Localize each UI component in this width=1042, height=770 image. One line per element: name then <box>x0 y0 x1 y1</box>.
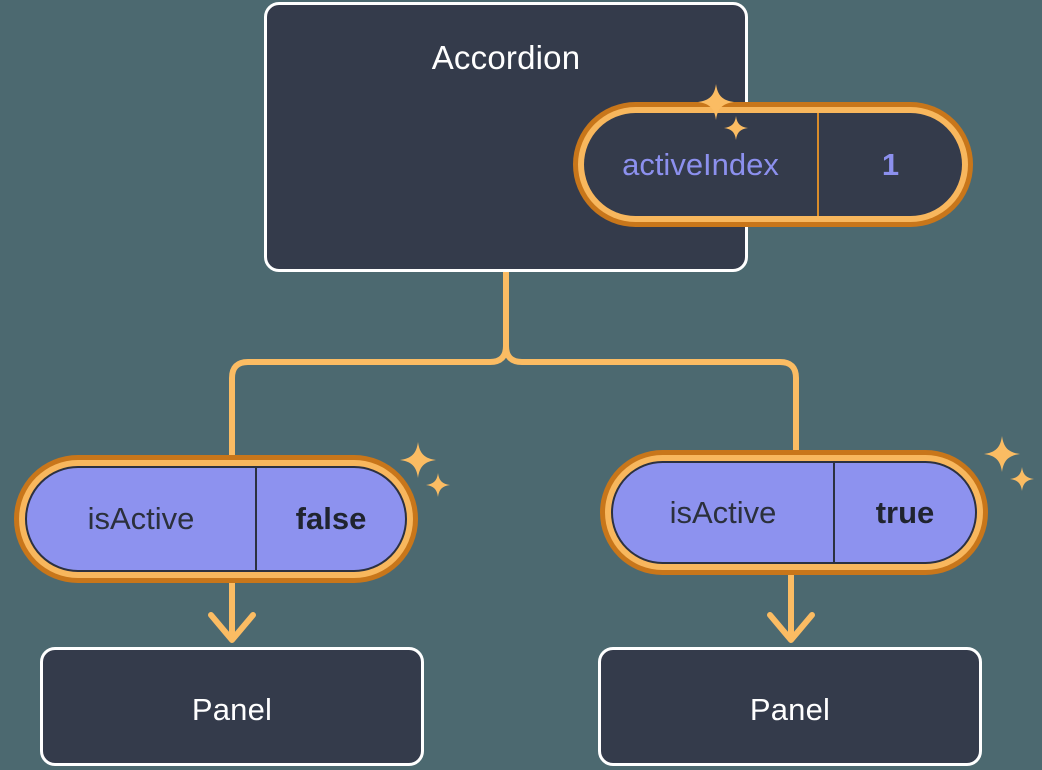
component-card-panel-right[interactable]: Panel <box>598 647 982 766</box>
state-pill-activeindex[interactable]: activeIndex 1 <box>573 102 973 227</box>
pill-ring: isActive false <box>19 460 413 578</box>
pill-body: activeIndex 1 <box>584 113 962 216</box>
connector-root-to-right <box>503 269 799 453</box>
pill-ring: activeIndex 1 <box>578 107 968 222</box>
sparkles-icon <box>980 436 1038 500</box>
state-value-activeindex: 1 <box>881 146 900 182</box>
state-pill-isactive-true[interactable]: isActive true <box>600 450 988 575</box>
accordion-title: Accordion <box>431 39 581 76</box>
state-value-isactive-left: false <box>295 501 367 536</box>
state-key-activeindex: activeIndex <box>584 113 819 216</box>
state-pill-isactive-false[interactable]: isActive false <box>14 455 418 583</box>
pill-body: isActive false <box>25 466 407 572</box>
arrowhead-left <box>208 612 256 643</box>
component-card-panel-left[interactable]: Panel <box>40 647 424 766</box>
component-card-accordion[interactable]: Accordion activeIndex 1 <box>264 2 973 272</box>
state-key-isactive-left: isActive <box>27 468 257 570</box>
connector-root-to-left <box>229 269 509 458</box>
panel-left-title: Panel <box>191 692 273 727</box>
pill-body: isActive true <box>611 461 977 564</box>
arrowhead-right <box>767 612 815 643</box>
pill-ring: isActive true <box>605 455 983 570</box>
state-key-isactive-right: isActive <box>613 463 835 562</box>
state-value-isactive-right: true <box>875 494 935 530</box>
panel-right-title: Panel <box>749 692 831 727</box>
